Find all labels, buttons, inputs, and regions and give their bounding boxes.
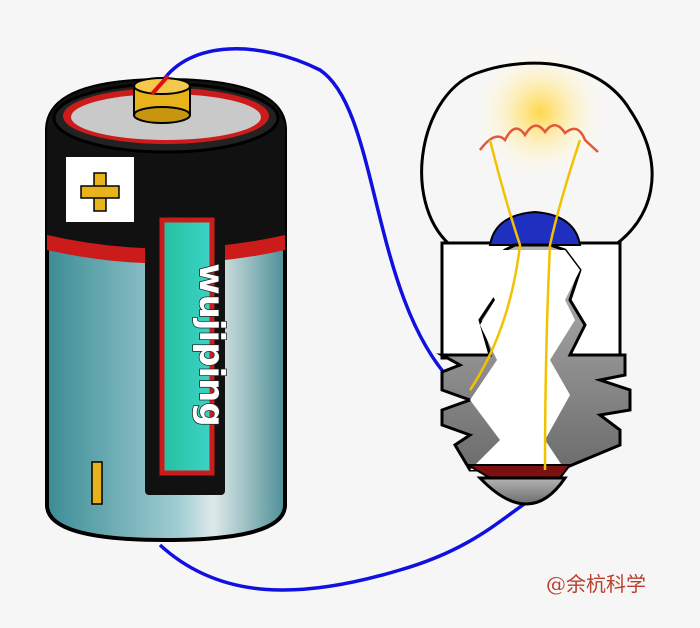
- battery: wujiping: [45, 74, 287, 543]
- light-bulb: [420, 42, 654, 506]
- positive-terminal: [133, 77, 191, 124]
- bulb-contact-dome: [488, 210, 582, 246]
- battery-label: [159, 217, 215, 476]
- battery-brand: wujiping: [191, 263, 231, 426]
- positive-sign: [66, 157, 134, 222]
- filament: [479, 124, 599, 153]
- wire-top: [160, 47, 457, 387]
- wire-bottom: [158, 498, 531, 592]
- watermark: @余杭科学: [546, 572, 646, 596]
- negative-sign: [91, 461, 103, 505]
